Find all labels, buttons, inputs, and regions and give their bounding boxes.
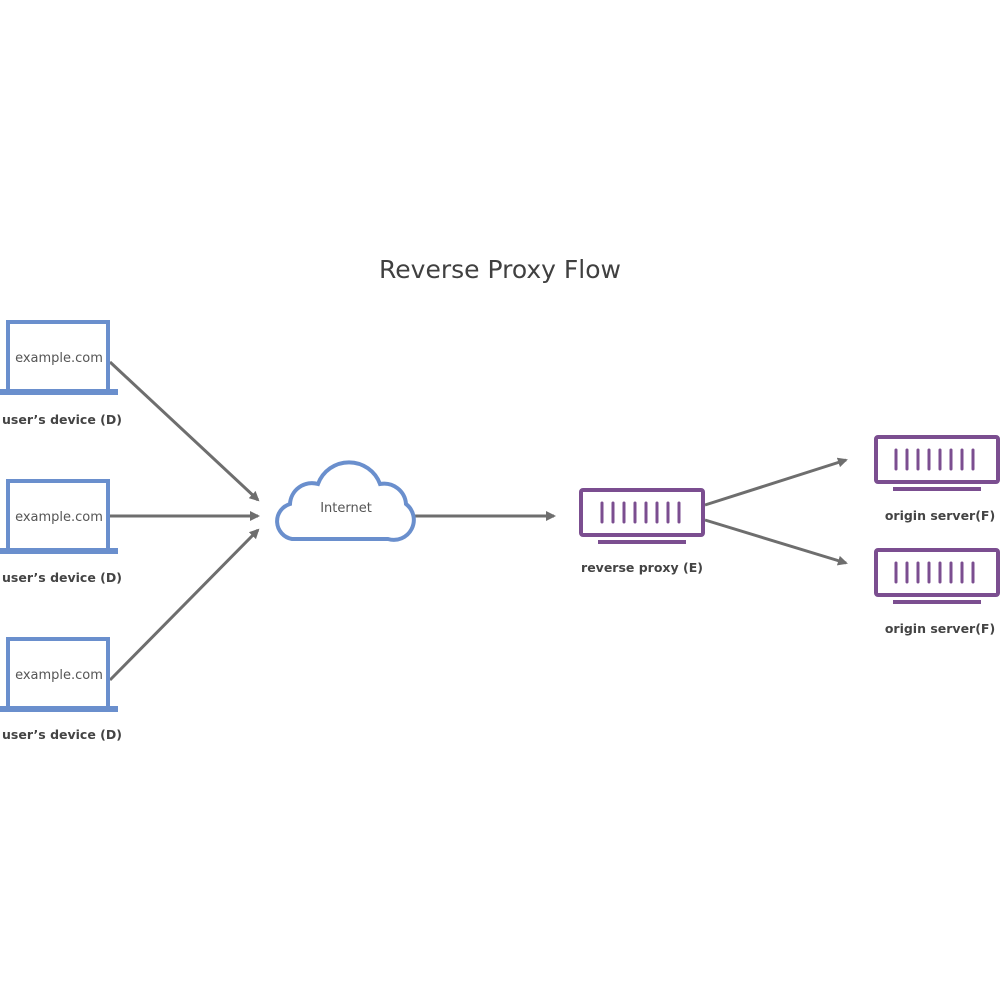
arrow-proxy-to-origin2 — [704, 518, 848, 566]
laptop-base — [0, 706, 118, 712]
internet-cloud: Internet — [275, 460, 416, 542]
cloud-icon — [275, 460, 416, 542]
user-device-1: example.com user’s device (D) — [0, 320, 122, 427]
internet-label: Internet — [320, 501, 372, 516]
device-label: user’s device (D) — [2, 412, 122, 427]
server-vent-lines — [600, 501, 681, 524]
origin-label: origin server(F) — [885, 508, 995, 523]
server-vent-lines — [894, 561, 975, 584]
server-stand — [893, 600, 981, 604]
server-vent-lines — [894, 448, 975, 471]
device-label: user’s device (D) — [2, 570, 122, 585]
screen-text: example.com — [15, 668, 103, 683]
server-icon — [579, 488, 705, 537]
arrow-device1-to-internet — [108, 360, 260, 502]
laptop-icon — [6, 479, 110, 552]
origin-server-2: origin server(F) — [874, 548, 1000, 636]
reverse-proxy: reverse proxy (E) — [579, 488, 705, 575]
screen-text: example.com — [15, 351, 103, 366]
user-device-2: example.com user’s device (D) — [0, 479, 122, 585]
server-stand — [598, 540, 686, 544]
user-device-3: example.com user’s device (D) — [0, 637, 122, 742]
laptop-icon — [6, 320, 110, 393]
arrow-proxy-to-origin1 — [704, 457, 848, 507]
screen-text: example.com — [15, 510, 103, 525]
laptop-base — [0, 389, 118, 395]
server-icon — [874, 548, 1000, 597]
diagram-title: Reverse Proxy Flow — [379, 255, 621, 284]
laptop-icon — [6, 637, 110, 710]
server-icon — [874, 435, 1000, 484]
proxy-label: reverse proxy (E) — [581, 560, 703, 575]
server-stand — [893, 487, 981, 491]
flow-arrows — [108, 360, 848, 682]
laptop-base — [0, 548, 118, 554]
arrow-device3-to-internet — [108, 528, 260, 682]
origin-server-1: origin server(F) — [874, 435, 1000, 523]
device-label: user’s device (D) — [2, 727, 122, 742]
origin-label: origin server(F) — [885, 621, 995, 636]
